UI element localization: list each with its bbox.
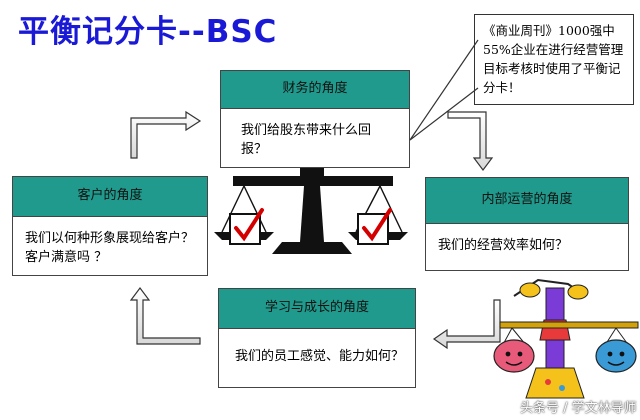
- page-title: 平衡记分卡--BSC: [18, 14, 278, 50]
- card-learning: 学习与成长的角度 我们的员工感觉、能力如何？: [218, 288, 416, 388]
- watermark: 头条号 / 学文林导师: [520, 401, 637, 416]
- card-internal: 内部运营的角度 我们的经营效率如何？: [425, 177, 629, 271]
- cycle-arrow-icon: [129, 110, 501, 350]
- card-customer-question: 我们以何种形象展现给客户？客户满意吗 ？: [25, 231, 195, 265]
- callout-box: 《商业周刊》1000强中55%企业在进行经营管理目标考核时使用了平衡记分卡！: [474, 14, 634, 105]
- card-customer-header: 客户的角度: [13, 177, 207, 217]
- card-financial-header: 财务的角度: [221, 71, 409, 109]
- card-learning-header: 学习与成长的角度: [219, 289, 415, 329]
- balance-scale-icon: [214, 168, 408, 254]
- card-financial-question: 我们给股东带来什么回报？: [241, 123, 372, 157]
- card-internal-header: 内部运营的角度: [426, 178, 628, 224]
- callout-pointer: [409, 39, 479, 141]
- libra-figure-icon: [493, 278, 639, 399]
- card-learning-question: 我们的员工感觉、能力如何？: [235, 349, 405, 364]
- checkmark-icon: [229, 208, 392, 245]
- card-internal-question: 我们的经营效率如何？: [438, 238, 569, 253]
- card-financial: 财务的角度 我们给股东带来什么回报？: [220, 70, 410, 168]
- card-customer: 客户的角度 我们以何种形象展现给客户？客户满意吗 ？: [12, 176, 208, 276]
